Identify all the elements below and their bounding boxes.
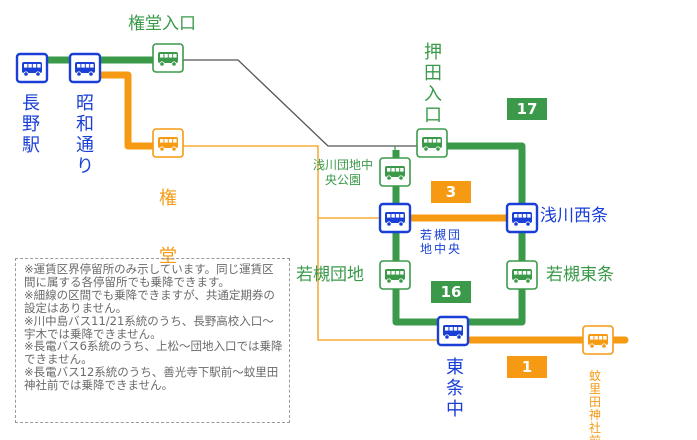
stop-label-wakatsuki-danchi-chuo: 若槻団地中央 (419, 228, 462, 256)
note-item: ※長電バス6系統のうち、上松〜団地入口では乗降できません。 (24, 339, 283, 367)
stop-label-showa-dori: 昭和通り (76, 93, 94, 177)
stop-label-asakawa-nishijo: 浅川西条 (540, 206, 608, 226)
route-badge-17: 17 (507, 98, 547, 120)
bus-stop-icon-kazato-jinja-mae (582, 325, 614, 355)
bus-stop-icon-wakatsuki-higashijo (506, 260, 538, 290)
stop-label-higashijo-naka: 東条中 (446, 357, 464, 420)
stop-label-gongendo: 権堂 (159, 188, 177, 267)
notes-box: ※運賃区界停留所のみ示しています。同じ運賃区間に属する各停留所でも乗降できます。… (15, 258, 290, 423)
route-badge-16: 16 (431, 281, 471, 303)
stop-label-gongendo-iriguchi: 権堂入口 (128, 14, 196, 34)
route-badge-3: 3 (431, 181, 471, 203)
bus-stop-icon-asakawa-nishijo (505, 202, 539, 234)
route-badge-1: 1 (507, 356, 547, 378)
bus-stop-icon-gongendo-iriguchi (152, 43, 184, 73)
stop-label-wakatsuki-higashijo: 若槻東条 (546, 265, 614, 285)
note-item: ※細線の区間でも乗降できますが、共通定期券の設定はありません。 (24, 287, 275, 315)
thin-gray-line (168, 59, 432, 147)
bus-stop-icon-wakatsuki-danchi-chuo (378, 202, 412, 234)
stop-label-oshida-iriguchi: 押田入口 (424, 42, 442, 126)
note-item: ※長電バス12系統のうち、善光寺下駅前〜蚊里田神社前では乗降できません。 (24, 365, 279, 393)
bus-stop-icon-oshida-iriguchi (416, 128, 448, 158)
stop-label-kazato-jinja-mae: 蚊里田神社前 (588, 369, 601, 440)
bus-stop-icon-wakatsuki-danchi (379, 260, 411, 290)
stop-label-nagano-eki: 長野駅 (22, 93, 40, 156)
bus-stop-icon-higashijo-naka (436, 315, 470, 347)
bus-stop-icon-gongendo (152, 128, 184, 158)
bus-stop-icon-nagano-eki (15, 52, 49, 84)
note-item: ※運賃区界停留所のみ示しています。同じ運賃区間に属する各停留所でも乗降できます。 (24, 262, 274, 289)
note-item: ※川中島バス11/21系統のうち、長野高校入口〜宇木では乗降できません。 (24, 313, 274, 341)
bus-stop-icon-showa-dori (68, 52, 102, 84)
stop-label-asakawa-danchi-chuo-koen: 浅川団地中央公園 (312, 158, 373, 187)
stop-label-wakatsuki-danchi: 若槻団地 (296, 265, 364, 285)
bus-stop-icon-asakawa-danchi-chuo-koen (379, 157, 411, 187)
thin-orange-line (168, 145, 453, 341)
thick-orange-line-1 (85, 71, 168, 150)
